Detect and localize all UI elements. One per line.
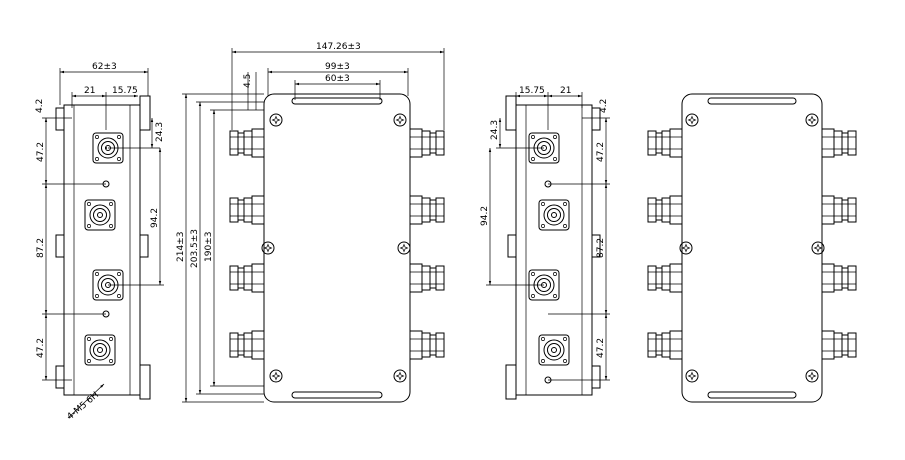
dim-1575: 15.75 <box>112 86 138 96</box>
dim-inner-length-2: 60±3 <box>325 74 350 84</box>
dim-right-1575: 15.75 <box>519 86 545 96</box>
dim-side-width: 62±3 <box>92 62 117 72</box>
dim-right-472-b: 47.2 <box>596 338 606 358</box>
dim-472-b: 47.2 <box>36 338 46 358</box>
dim-472-a: 47.2 <box>36 142 46 162</box>
dim-872: 87.2 <box>36 238 46 258</box>
dim-42: 4.2 <box>35 99 45 113</box>
dim-overall-height: 214±3 <box>176 232 186 262</box>
side-view-left-dims: 62±3 21 15.75 4.2 24.3 47.2 87.2 47.2 94… <box>35 62 165 422</box>
back-view <box>647 93 857 403</box>
dim-side-offset: 4.5 <box>243 74 253 88</box>
dim-942: 94.2 <box>150 208 160 228</box>
dim-right-942: 94.2 <box>480 206 490 226</box>
dim-mount-height-1: 203.5±3 <box>190 229 200 268</box>
front-view-dims: 147.26±3 99±3 60±3 4.5 214±3 203.5±3 190… <box>176 42 445 403</box>
dim-right-21: 21 <box>560 86 571 96</box>
front-view <box>229 93 445 403</box>
dim-overall-length: 147.26±3 <box>316 42 361 52</box>
side-view-right-dims: 15.75 21 4.2 24.3 94.2 47.2 87.2 47.2 <box>480 86 610 381</box>
dim-mount-height-2: 190±3 <box>204 232 214 262</box>
dim-right-872: 87.2 <box>596 238 606 258</box>
side-view-left <box>55 95 151 400</box>
dim-inner-length-1: 99±3 <box>325 62 350 72</box>
dim-right-42: 4.2 <box>599 99 609 113</box>
side-view-right <box>505 95 601 400</box>
dim-right-472-a: 47.2 <box>596 142 606 162</box>
dim-right-243: 24.3 <box>490 120 500 140</box>
dim-243: 24.3 <box>155 122 165 142</box>
dim-21: 21 <box>84 86 95 96</box>
